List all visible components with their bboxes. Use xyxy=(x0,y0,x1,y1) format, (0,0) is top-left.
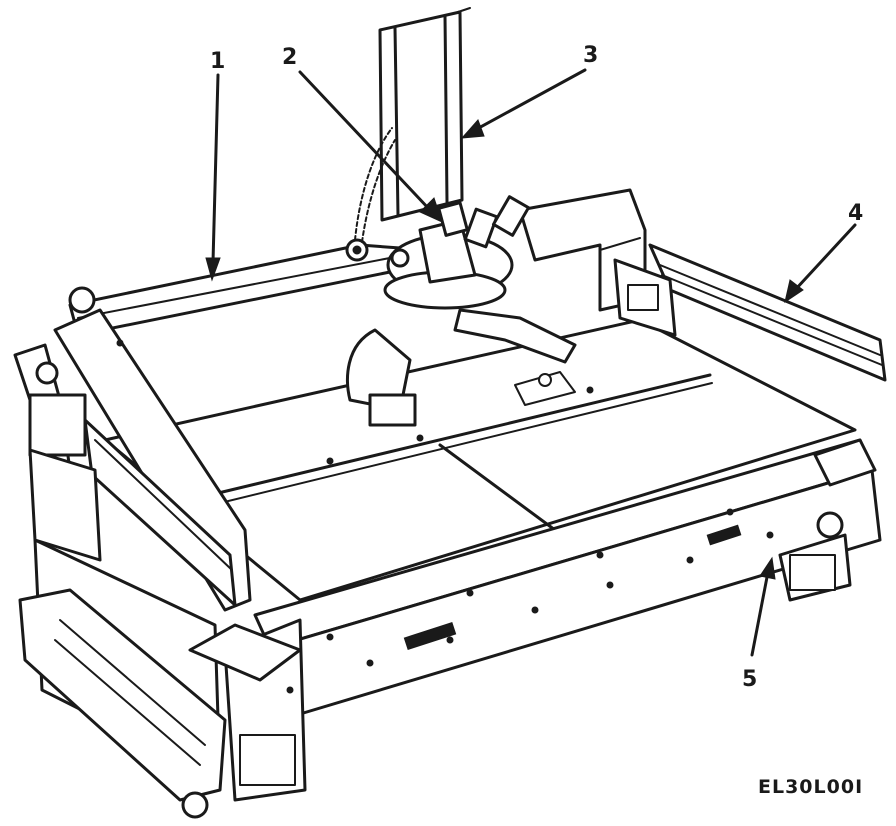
back-beam xyxy=(68,127,402,337)
callout-5: 5 xyxy=(742,667,757,692)
main-frame xyxy=(13,243,887,819)
callout-leaders xyxy=(205,68,857,657)
figure-code: EL30L00I xyxy=(758,776,863,798)
microscope-head xyxy=(346,195,577,427)
callout-4: 4 xyxy=(848,201,863,226)
callout-3: 3 xyxy=(583,43,598,68)
vertical-column xyxy=(378,7,471,222)
callout-1: 1 xyxy=(210,49,225,74)
callout-2: 2 xyxy=(282,45,297,70)
rivets xyxy=(116,339,774,694)
